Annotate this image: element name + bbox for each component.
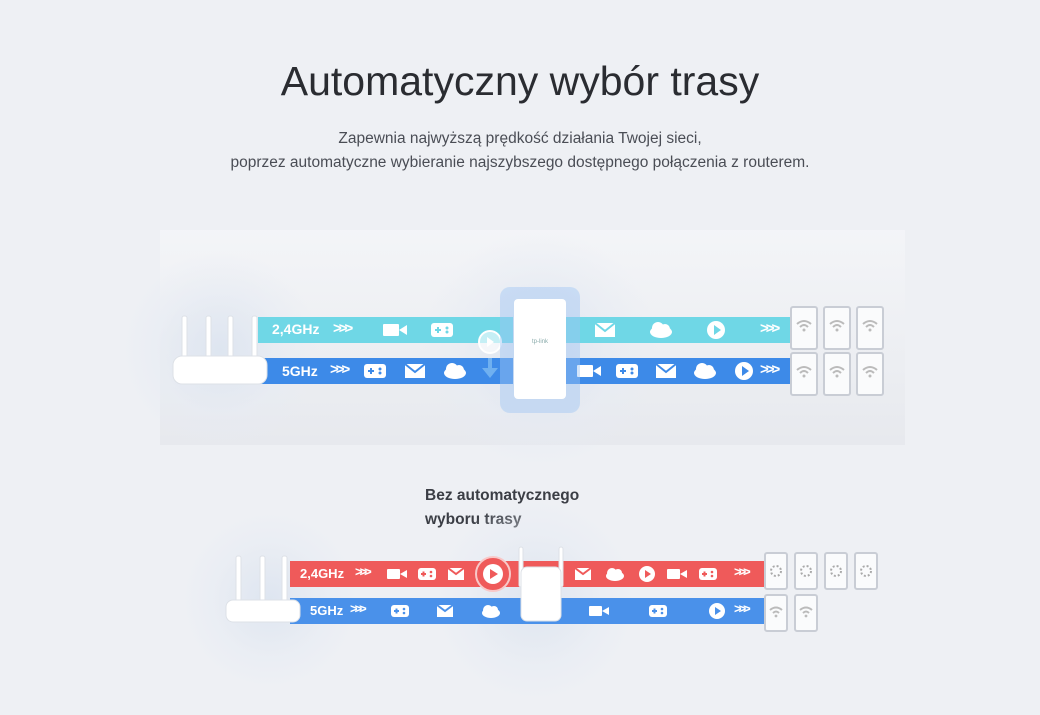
loading-spinner-icon <box>800 565 812 577</box>
chevrons: >>> <box>734 601 751 616</box>
wifi-icon <box>862 366 878 378</box>
wifi-icon <box>829 366 845 378</box>
wifi-icon <box>769 606 783 618</box>
svg-text:tp-link: tp-link <box>532 339 549 345</box>
client-device <box>764 594 788 632</box>
loading-spinner-icon <box>860 565 872 577</box>
client-device <box>794 594 818 632</box>
chevrons: >>> <box>333 320 353 337</box>
caption-line-1: Bez automatycznego <box>425 487 580 504</box>
play-icon <box>735 362 753 380</box>
chevrons: >>> <box>330 361 350 378</box>
client-device <box>790 352 818 396</box>
mail-icon <box>594 322 616 337</box>
switch-arrow-icon <box>478 330 502 378</box>
router-icon <box>225 555 301 623</box>
video-icon <box>667 569 687 579</box>
mail-icon <box>655 363 677 378</box>
gamepad-icon <box>649 605 667 617</box>
client-device-buffering <box>764 552 788 590</box>
chevrons: >>> <box>760 320 780 337</box>
gamepad-icon <box>364 364 386 378</box>
gamepad-icon <box>391 605 409 617</box>
play-icon <box>639 566 655 582</box>
wifi-icon <box>862 320 878 332</box>
band-24ghz-label: 2,4GHz <box>272 321 320 337</box>
cloud-icon <box>482 605 500 618</box>
wifi-icon <box>796 320 812 332</box>
band-5ghz-label: 5GHz <box>282 363 318 379</box>
chevrons: >>> <box>734 564 751 579</box>
video-icon <box>577 365 601 377</box>
gamepad-icon <box>431 323 453 337</box>
client-device <box>823 352 851 396</box>
client-device-buffering <box>794 552 818 590</box>
client-device <box>790 306 818 350</box>
page-title: Automatyczny wybór trasy <box>280 58 760 104</box>
cloud-icon <box>444 363 466 379</box>
chevrons: >>> <box>355 564 372 579</box>
client-device <box>856 306 884 350</box>
loading-spinner-icon <box>770 565 782 577</box>
gamepad-icon <box>616 364 638 378</box>
range-extender-icon: tp-link <box>500 287 580 413</box>
cloud-icon <box>694 363 716 379</box>
wifi-icon <box>799 606 813 618</box>
subtitle-line-2: poprzez automatyczne wybieranie najszybs… <box>230 154 810 171</box>
play-button-icon <box>475 556 511 592</box>
chevrons: >>> <box>760 361 780 378</box>
cloud-icon <box>650 322 672 338</box>
mail-icon <box>574 567 592 580</box>
subtitle-line-1: Zapewnia najwyższą prędkość działania Tw… <box>338 130 702 147</box>
gamepad-icon <box>418 568 436 580</box>
video-icon <box>589 606 609 616</box>
play-icon <box>709 603 725 619</box>
client-device <box>856 352 884 396</box>
client-device-buffering <box>824 552 848 590</box>
cloud-icon <box>606 568 624 581</box>
band-24ghz-label: 2,4GHz <box>300 566 345 581</box>
router-glow <box>120 250 320 450</box>
play-icon <box>707 321 725 339</box>
wifi-icon <box>829 320 845 332</box>
video-icon <box>387 569 407 579</box>
video-icon <box>383 324 407 336</box>
client-device-buffering <box>854 552 878 590</box>
router-icon <box>172 315 268 385</box>
wifi-icon <box>796 366 812 378</box>
loading-spinner-icon <box>830 565 842 577</box>
mail-icon <box>447 567 465 580</box>
chevrons: >>> <box>350 601 367 616</box>
gamepad-icon <box>699 568 717 580</box>
mail-icon <box>404 363 426 378</box>
range-extender-icon <box>518 546 564 622</box>
client-device <box>823 306 851 350</box>
band-5ghz-label: 5GHz <box>310 603 344 618</box>
mail-icon <box>436 604 454 617</box>
